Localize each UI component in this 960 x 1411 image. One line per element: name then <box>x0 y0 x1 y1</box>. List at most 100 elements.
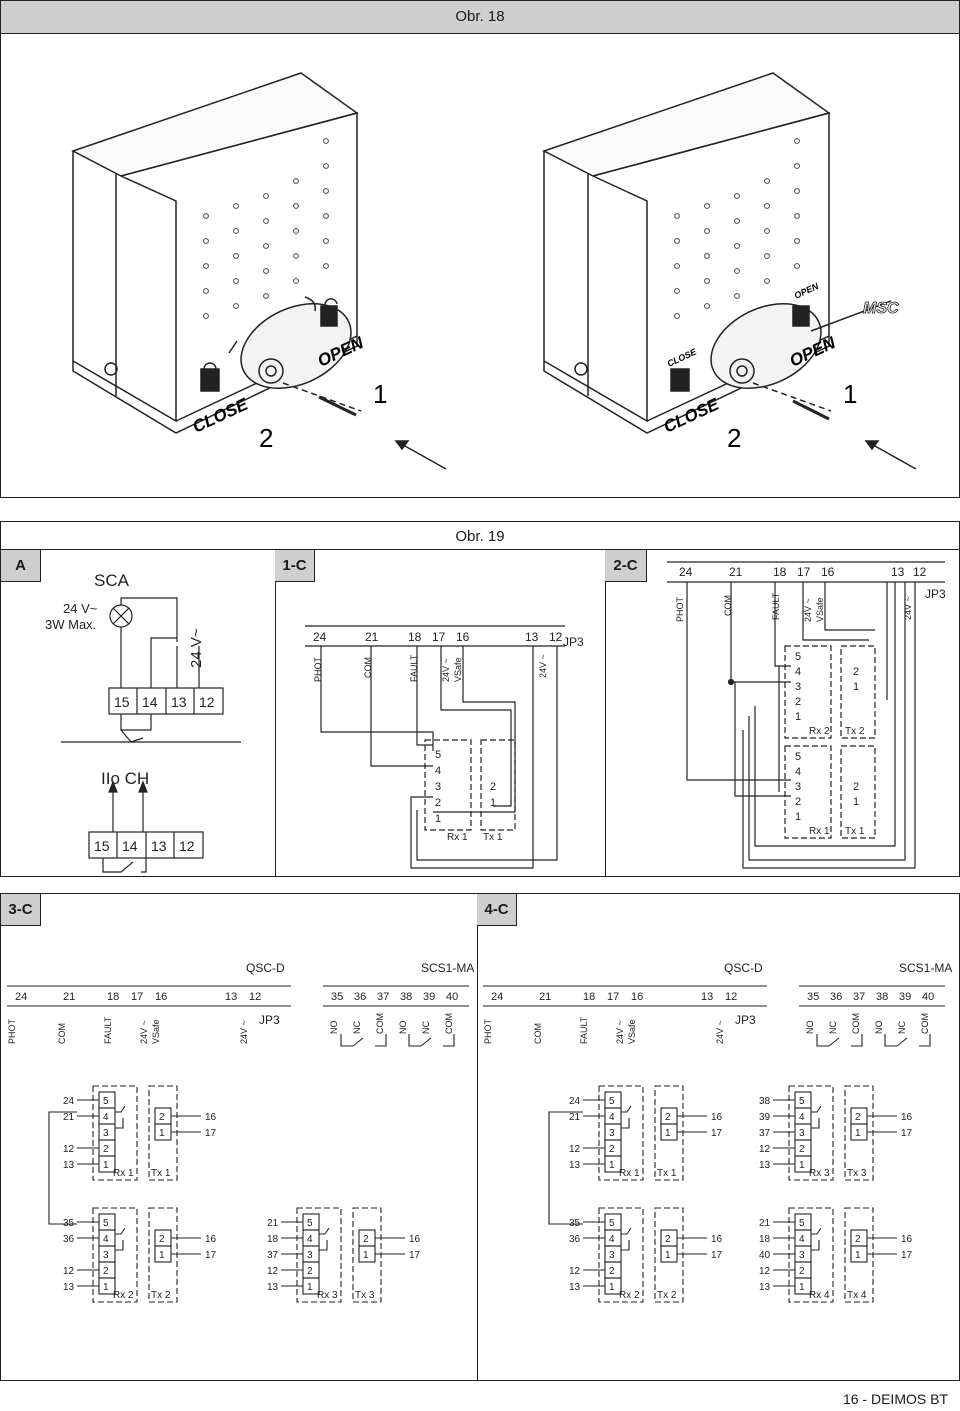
rx1b-pin-4: 4 <box>795 766 801 778</box>
p3c-scs-terminal-37: 37 <box>377 991 389 1003</box>
p3c-terminal-17: 17 <box>131 991 143 1003</box>
p4c-unit-1-pin-4: 4 <box>609 1112 615 1123</box>
p4c-unit-2-tx-pin-1: 1 <box>855 1128 861 1139</box>
scs-label-4c: SCS1-MA <box>899 961 952 975</box>
t2c-21: 21 <box>729 565 743 579</box>
p4c-unit-2-rx-box <box>788 1085 834 1181</box>
tx2-pin-1: 1 <box>853 681 859 693</box>
rx1b-label: Rx 1 <box>809 826 830 837</box>
p4c-terminal-21: 21 <box>539 991 551 1003</box>
terminal-a-top-12: 12 <box>199 694 215 710</box>
p3c-terminal-16: 16 <box>155 991 167 1003</box>
tx1-pin-1: 1 <box>490 797 496 809</box>
step-2-left: 2 <box>259 423 273 453</box>
p4c-scs-signal-3: NO <box>874 1021 884 1035</box>
p4c-unit-4-in-40: 40 <box>759 1250 771 1261</box>
rx1-pin-3: 3 <box>435 781 441 793</box>
p3c-unit-2-in-13: 13 <box>63 1282 75 1293</box>
lamp-power: 3W Max. <box>45 617 96 632</box>
p4c-unit-3-relay-contact <box>621 1227 632 1251</box>
p3c-signal-1: COM <box>57 1023 67 1044</box>
p3c-unit-1-tx-pin-2: 2 <box>159 1112 165 1123</box>
p4c-unit-2-pin-2: 2 <box>799 1144 805 1155</box>
p3c-unit-2-out-17: 17 <box>205 1250 217 1261</box>
rx2-pin-5: 5 <box>795 651 801 663</box>
p4c-unit-1-out-17: 17 <box>711 1128 723 1139</box>
panel-2c: 2-C 24 21 18 17 16 13 12 JP3 PHOT COM FA… <box>605 549 960 877</box>
p3c-unit-3-tx-pin-2: 2 <box>363 1234 369 1245</box>
jp3-label-2c: JP3 <box>925 587 946 601</box>
p4c-unit-4-pin-5: 5 <box>799 1218 805 1229</box>
p3c-signal-5: 24V ~ <box>239 1020 249 1044</box>
p3c-unit-1-in-21: 21 <box>63 1112 75 1123</box>
p4c-unit-2-in-13: 13 <box>759 1160 771 1171</box>
p4c-unit-1-relay-contact <box>621 1105 632 1129</box>
p3c-signal-3: 24V ~ <box>139 1020 149 1044</box>
rx1-label: Rx 1 <box>447 832 468 843</box>
t1c-21: 21 <box>365 630 379 644</box>
p4c-unit-2-in-38: 38 <box>759 1096 771 1107</box>
qsc-label-3c: QSC-D <box>246 961 285 975</box>
terminal-a-bottom-14: 14 <box>122 838 138 854</box>
p4c-unit-4-in-21: 21 <box>759 1218 771 1229</box>
motor-unit-left <box>71 72 447 470</box>
p3c-unit-2-relay-contact <box>115 1227 126 1251</box>
p3c-terminal-strip <box>7 985 291 1007</box>
p3c-scs-signal-2: COM <box>375 1013 385 1034</box>
label-open-small-right: OPEN <box>793 281 821 301</box>
p3c-unit-3-tx-box <box>352 1207 382 1303</box>
scs-label-3c: SCS1-MA <box>421 961 474 975</box>
p3c-unit-1-pin-5: 5 <box>103 1096 109 1107</box>
p3c-signal-4: VSafe <box>151 1019 161 1044</box>
p4c-unit-4-pin-4: 4 <box>799 1234 805 1245</box>
p4c-unit-4-in-13: 13 <box>759 1282 771 1293</box>
tx1b-pin-2: 2 <box>853 781 859 793</box>
p4c-unit-2-pin-3: 3 <box>799 1128 805 1139</box>
sca-title: SCA <box>94 571 130 590</box>
p3c-unit-1-tx-box <box>148 1085 178 1181</box>
p4c-unit-2-out-16: 16 <box>901 1112 913 1123</box>
rx2-label: Rx 2 <box>809 726 830 737</box>
p3c-unit-1-tx-pin-1: 1 <box>159 1128 165 1139</box>
p4c-unit-2-pin-4: 4 <box>799 1112 805 1123</box>
p4c-unit-4-in-18: 18 <box>759 1234 771 1245</box>
p4c-unit-1-in-21: 21 <box>569 1112 581 1123</box>
p4c-terminal-18: 18 <box>583 991 595 1003</box>
p4c-unit-1-pin-3: 3 <box>609 1128 615 1139</box>
p3c-signal-2: FAULT <box>103 1016 113 1044</box>
step-1-right: 1 <box>843 379 857 409</box>
p4c-unit-2-pin-1: 1 <box>799 1160 805 1171</box>
p4c-scs-terminal-35: 35 <box>807 991 819 1003</box>
p3c-unit-2-in-12: 12 <box>63 1266 75 1277</box>
p3c-unit-1-relay-contact <box>115 1105 126 1129</box>
t2c-16: 16 <box>821 565 835 579</box>
p4c-unit-4-pin-2: 2 <box>799 1266 805 1277</box>
p3c-unit-2-pin-3: 3 <box>103 1250 109 1261</box>
p4c-unit-2-in-37: 37 <box>759 1128 771 1139</box>
rx1b-pin-3: 3 <box>795 781 801 793</box>
jp3-label-1c: JP3 <box>563 635 584 649</box>
t2c-24: 24 <box>679 565 693 579</box>
p3c-scs-signal-5: COM <box>444 1013 454 1034</box>
p4c-unit-1-in-13: 13 <box>569 1160 581 1171</box>
label-close-small-right: CLOSE <box>666 346 699 369</box>
p3c-unit-3-out-16: 16 <box>409 1234 421 1245</box>
step-2-right: 2 <box>727 423 741 453</box>
p3c-scs-signal-3: NO <box>398 1021 408 1035</box>
p4c-unit-1-tx-pin-1: 1 <box>665 1128 671 1139</box>
terminal-a-top-14: 14 <box>142 694 158 710</box>
figure-19: Obr. 19 A SCA 24 V~ 3W Max. 24 V~ 15 14 … <box>0 521 960 877</box>
p3c-scs-signal-1: NC <box>352 1021 362 1034</box>
p4c-scs-strip <box>799 985 945 1007</box>
p4c-unit-3-pin-1: 1 <box>609 1282 615 1293</box>
p3c-unit-3-rx-label: Rx 3 <box>317 1290 338 1301</box>
p4c-terminal-16: 16 <box>631 991 643 1003</box>
p4c-unit-4-in-12: 12 <box>759 1266 771 1277</box>
p4c-unit-4-relay-contact <box>811 1227 822 1251</box>
p3c-terminal-13: 13 <box>225 991 237 1003</box>
p3c-scs-strip <box>323 985 469 1007</box>
p3c-scs-terminal-38: 38 <box>400 991 412 1003</box>
tx1b-pin-1: 1 <box>853 796 859 808</box>
p4c-unit-4-tx-pin-2: 2 <box>855 1234 861 1245</box>
